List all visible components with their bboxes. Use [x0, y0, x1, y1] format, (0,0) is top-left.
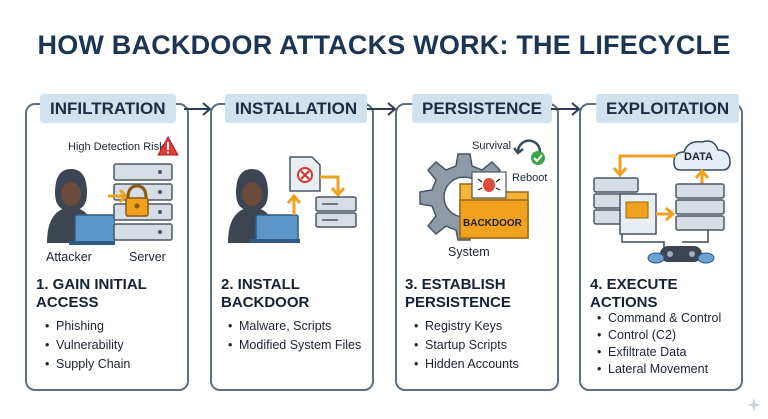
- attacker-hacker-icon: [47, 169, 115, 245]
- stage-label-installation: INSTALLATION: [225, 94, 368, 123]
- bullet-item: Command & Control: [597, 310, 721, 327]
- stage-heading-line: ACTIONS: [590, 294, 658, 311]
- bullet-item: Registry Keys: [414, 317, 519, 336]
- stage-heading-line: BACKDOOR: [221, 294, 310, 311]
- arrow-right-icon: [551, 102, 581, 116]
- sparkle-icon: [747, 398, 761, 412]
- stage-label-infiltration: INFILTRATION: [40, 94, 176, 123]
- bullet-item: Modified System Files: [228, 336, 361, 355]
- stage-persistence-card: [395, 103, 559, 391]
- bullet-item: Malware, Scripts: [228, 317, 361, 336]
- high-detection-risk-label: High Detection Risk: [68, 141, 165, 153]
- bullet-item: Lateral Movement: [597, 361, 721, 378]
- server-lock-icon: [108, 163, 173, 241]
- stage-bullets-2: Malware, Scripts Modified System Files: [228, 317, 361, 355]
- warning-icon: [157, 136, 179, 156]
- bullet-item: Vulnerability: [45, 336, 130, 355]
- stage-heading-line: 2. INSTALL: [221, 276, 300, 293]
- stage-bullets-3: Registry Keys Startup Scripts Hidden Acc…: [414, 317, 519, 374]
- backdoor-folder-icon: [459, 171, 529, 239]
- bullet-item: Startup Scripts: [414, 336, 519, 355]
- stage-heading-line: 3. ESTABLISH: [405, 276, 506, 293]
- page-title: HOW BACKDOOR ATTACKS WORK: THE LIFECYCLE: [37, 30, 731, 60]
- reboot-label: Reboot: [512, 172, 548, 184]
- stage-label-exploitation: EXPLOITATION: [596, 94, 740, 123]
- data-cloud-label: DATA: [684, 151, 713, 163]
- stage-label-persistence: PERSISTENCE: [412, 94, 552, 123]
- stage-heading-line: PERSISTENCE: [405, 294, 511, 311]
- attacker-caption: Attacker: [46, 250, 92, 264]
- bullet-item: Supply Chain: [45, 355, 130, 374]
- system-caption: System: [448, 245, 490, 259]
- stage-bullets-4: Command & Control Control (C2) Exfiltrat…: [597, 310, 721, 378]
- bullet-item: Exfiltrate Data: [597, 344, 721, 361]
- stage-heading-2: 2. INSTALL BACKDOOR: [221, 276, 309, 312]
- stage-heading-4: 4. EXECUTE ACTIONS: [590, 276, 678, 312]
- server-caption: Server: [129, 250, 166, 264]
- stage-bullets-1: Phishing Vulnerability Supply Chain: [45, 317, 130, 374]
- survival-label: Survival: [472, 140, 512, 152]
- hacker-installing-icon: [228, 156, 357, 243]
- stage-heading-line: 4. EXECUTE: [590, 276, 678, 293]
- bullet-item: Hidden Accounts: [414, 355, 519, 374]
- arrow-right-icon: [367, 102, 397, 116]
- arrow-right-icon: [184, 102, 212, 116]
- stage-heading-line: 1. GAIN INITIAL: [36, 276, 147, 293]
- stage-heading-1: 1. GAIN INITIAL ACCESS: [36, 276, 147, 312]
- exploitation-network-icon: [593, 140, 731, 264]
- backdoor-folder-label: BACKDOOR: [463, 218, 522, 229]
- stage-heading-line: ACCESS: [36, 294, 99, 311]
- bullet-item: Phishing: [45, 317, 130, 336]
- reboot-cycle-icon: [513, 139, 545, 165]
- bullet-item: Control (C2): [597, 327, 721, 344]
- stage-heading-3: 3. ESTABLISH PERSISTENCE: [405, 276, 511, 312]
